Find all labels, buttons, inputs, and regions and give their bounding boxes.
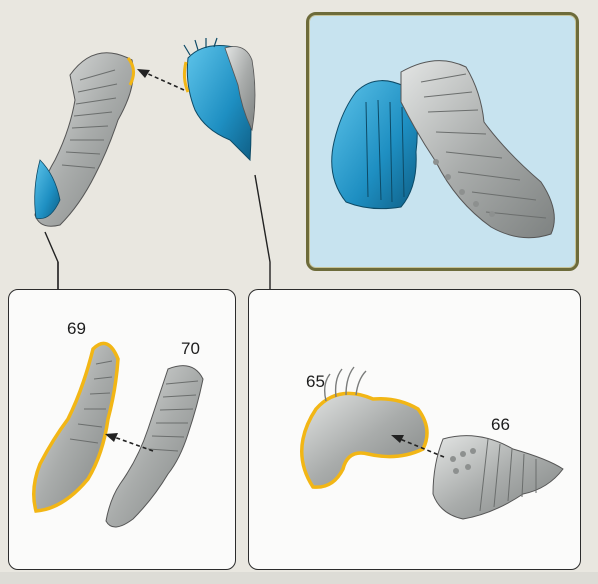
part-69-shape <box>33 343 117 511</box>
assembled-arm-preview <box>306 12 579 271</box>
dashed-arrow-icon <box>137 69 184 90</box>
zoom-panel-parts-69-70 <box>8 289 236 570</box>
upper-arm-gray-part <box>35 53 134 227</box>
zoom-panel-parts-65-66 <box>248 289 581 570</box>
preview-gray-forearm <box>401 61 554 238</box>
parts-65-66-diagram <box>248 289 581 570</box>
page-bottom-band <box>0 572 598 584</box>
parts-69-70-diagram <box>8 289 236 570</box>
shoulder-blue-part <box>184 38 255 160</box>
part-number-69: 69 <box>67 319 86 339</box>
part-66-shape <box>433 435 563 518</box>
part-number-70: 70 <box>181 339 200 359</box>
part-70-shape <box>106 365 203 526</box>
assembled-preview-panel <box>306 12 579 271</box>
part-number-65: 65 <box>306 372 325 392</box>
part-number-66: 66 <box>491 415 510 435</box>
